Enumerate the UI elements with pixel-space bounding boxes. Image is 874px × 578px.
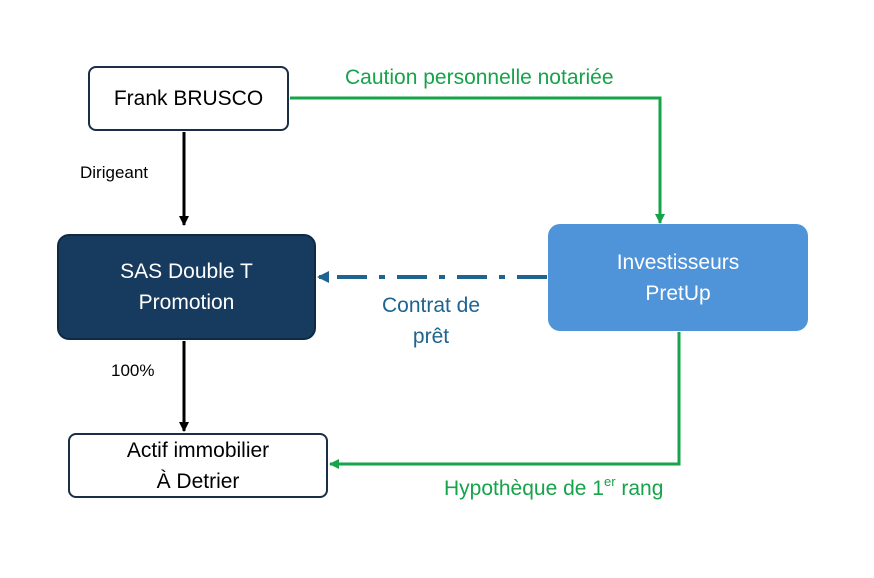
edge-label-contrat-line1: Contrat de: [381, 294, 481, 317]
node-sas-double-t: SAS Double T Promotion: [57, 234, 316, 340]
edge-label-hypotheque-main: Hypothèque de 1: [444, 477, 604, 500]
edge-label-ownership: 100%: [111, 361, 155, 380]
node-frank-brusco: Frank BRUSCO: [88, 66, 289, 131]
node-investisseurs-line1: Investisseurs: [616, 250, 740, 274]
node-actif-immobilier: Actif immobilier À Detrier: [68, 433, 328, 498]
node-investisseurs-line2: PretUp: [645, 281, 711, 305]
node-actif-line1: Actif immobilier: [126, 438, 270, 462]
edge-label-contrat: Contrat de prêt: [364, 290, 498, 352]
node-investisseurs: Investisseurs PretUp: [548, 224, 808, 331]
arrow-hypotheque: [329, 332, 681, 469]
arrow-caution: [290, 96, 665, 224]
node-sas-line1: SAS Double T: [120, 260, 253, 283]
edge-label-hypotheque: Hypothèque de 1er rang: [444, 474, 664, 501]
edge-label-dirigeant: Dirigeant: [80, 163, 149, 182]
node-frank-label: Frank BRUSCO: [113, 87, 264, 110]
node-sas-line2: Promotion: [138, 291, 235, 314]
edge-label-contrat-line2: prêt: [412, 325, 450, 348]
edge-label-caution: Caution personnelle notariée: [345, 66, 614, 89]
node-actif-line2: À Detrier: [156, 469, 240, 493]
edge-label-hypotheque-end: rang: [615, 477, 664, 500]
edge-label-hypotheque-sup: er: [603, 474, 616, 489]
